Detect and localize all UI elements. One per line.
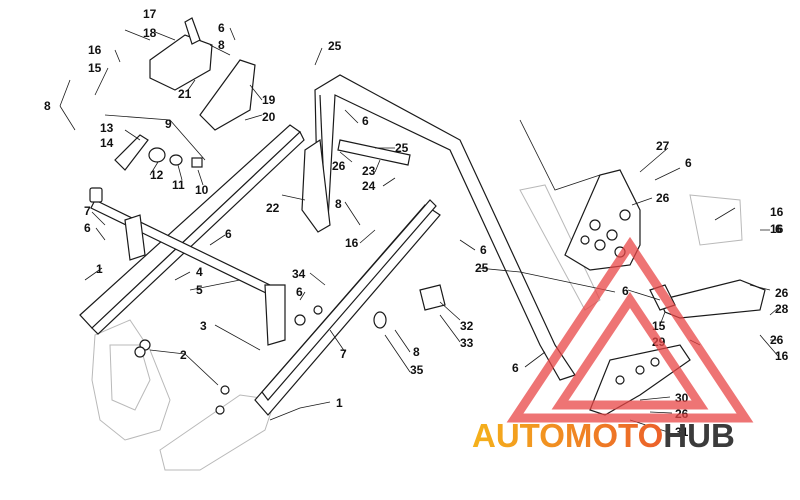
callout-c48: 2 — [180, 348, 187, 362]
callout-c41: 6 — [296, 285, 303, 299]
callout-c39: 6 — [775, 222, 782, 236]
callout-c9: 20 — [262, 110, 276, 124]
callout-c21: 23 — [362, 164, 376, 178]
callout-c25: 26 — [656, 191, 670, 205]
callout-c13: 14 — [100, 136, 114, 150]
callout-c46: 8 — [413, 345, 420, 359]
callout-c54: 26 — [770, 333, 784, 347]
frame-parts — [79, 17, 766, 416]
watermark: AUTOMOTOHUB — [472, 236, 754, 454]
callout-c23: 27 — [656, 139, 670, 153]
callout-c50: 26 — [775, 286, 789, 300]
callout-c55: 16 — [775, 349, 789, 363]
callout-c16: 10 — [195, 183, 209, 197]
callout-c42: 3 — [200, 319, 207, 333]
callout-c2: 18 — [143, 26, 157, 40]
callout-c26: 16 — [770, 205, 784, 219]
callout-c27: 22 — [266, 201, 280, 215]
watermark-text: AUTOMOTOHUB — [472, 417, 735, 454]
callout-c44: 32 — [460, 319, 474, 333]
watermark-text-dark: HUB — [663, 417, 735, 454]
callout-c45: 33 — [460, 336, 474, 350]
watermark-text-colored: AUTOMOTO — [472, 417, 663, 454]
callout-c47: 35 — [410, 363, 424, 377]
watermark-triangle-icon — [506, 236, 754, 423]
callout-c1: 17 — [143, 7, 157, 21]
callout-c32: 6 — [225, 227, 232, 241]
callout-c10: 8 — [44, 99, 51, 113]
callout-c12: 13 — [100, 121, 114, 135]
callout-c35: 5 — [196, 283, 203, 297]
leader-lines — [59, 27, 779, 433]
callouts: 17 18 6 8 16 15 21 19 20 8 9 13 14 12 11… — [44, 7, 789, 439]
callout-c8: 19 — [262, 93, 276, 107]
callout-c31: 6 — [84, 221, 91, 235]
callout-c33: 1 — [96, 262, 103, 276]
callout-c36: 6 — [480, 243, 487, 257]
watermark-inner-triangle-icon — [551, 291, 709, 410]
callout-c29: 16 — [345, 236, 359, 250]
callout-c59: 1 — [336, 396, 343, 410]
callout-c37: 25 — [475, 261, 489, 275]
callout-c20: 26 — [332, 159, 346, 173]
callout-c43: 7 — [340, 347, 347, 361]
callout-c6: 15 — [88, 61, 102, 75]
callout-c15: 11 — [172, 178, 185, 192]
callout-c38: 16 — [770, 222, 784, 236]
callout-c17: 25 — [328, 39, 342, 53]
callout-c7: 21 — [178, 87, 192, 101]
callout-c28: 8 — [335, 197, 342, 211]
callout-c5: 16 — [88, 43, 102, 57]
callout-c34: 4 — [196, 265, 203, 279]
callout-c60: 31 — [675, 425, 689, 439]
callout-c49: 6 — [622, 284, 629, 298]
callout-c11: 9 — [165, 117, 172, 131]
ghost-parts — [91, 184, 743, 471]
callout-c14: 12 — [150, 168, 164, 182]
callout-c30: 7 — [84, 204, 91, 218]
callout-c3: 6 — [218, 21, 225, 35]
callout-c24: 6 — [685, 156, 692, 170]
callout-c19: 25 — [395, 141, 409, 155]
callout-c18: 6 — [362, 114, 369, 128]
callout-c40: 34 — [292, 267, 306, 281]
callout-c22: 24 — [362, 179, 376, 193]
callout-c51: 28 — [775, 302, 789, 316]
callout-c52: 15 — [652, 319, 666, 333]
callout-c56: 6 — [512, 361, 519, 375]
callout-c4: 8 — [218, 38, 225, 52]
